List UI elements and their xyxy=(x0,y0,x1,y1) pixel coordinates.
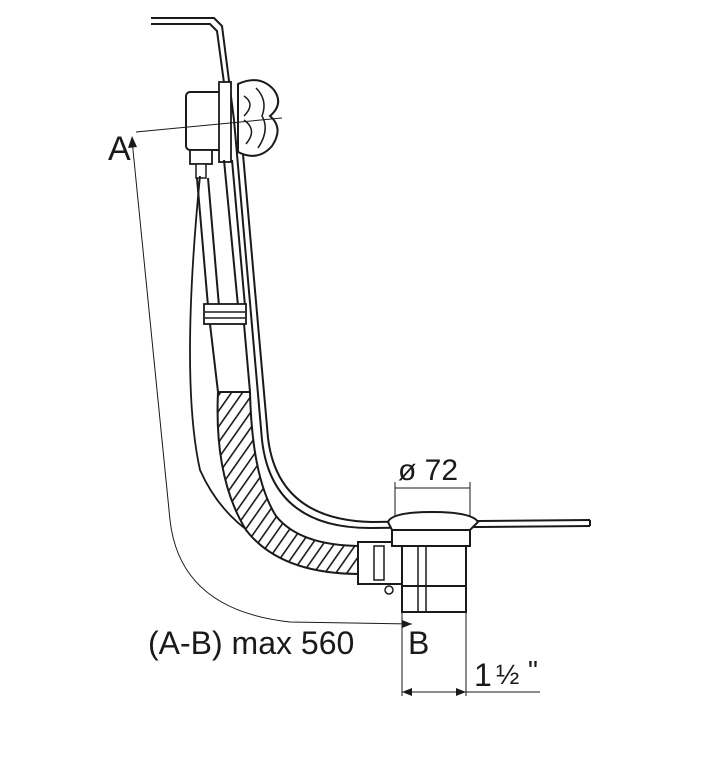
dimension-diameter xyxy=(394,482,471,516)
thread-size-inch-mark: " xyxy=(528,655,538,686)
diameter-label: ø 72 xyxy=(398,454,458,487)
thread-size-fraction: ½ xyxy=(496,659,519,690)
dimension-a-b xyxy=(128,117,413,628)
overflow-pipe xyxy=(196,159,251,393)
thread-size-whole: 1 xyxy=(474,657,492,693)
label-a: A xyxy=(108,130,131,168)
label-b: B xyxy=(408,625,429,661)
bathtub-wall xyxy=(151,17,235,121)
corrugated-hose xyxy=(216,391,364,576)
waste-fitting xyxy=(357,529,471,613)
length-label: (A-B) max 560 xyxy=(148,625,354,661)
dimension-thread xyxy=(401,612,540,696)
control-knob xyxy=(237,79,280,157)
bathtub-profile xyxy=(233,119,591,530)
drain-plug xyxy=(386,510,480,531)
